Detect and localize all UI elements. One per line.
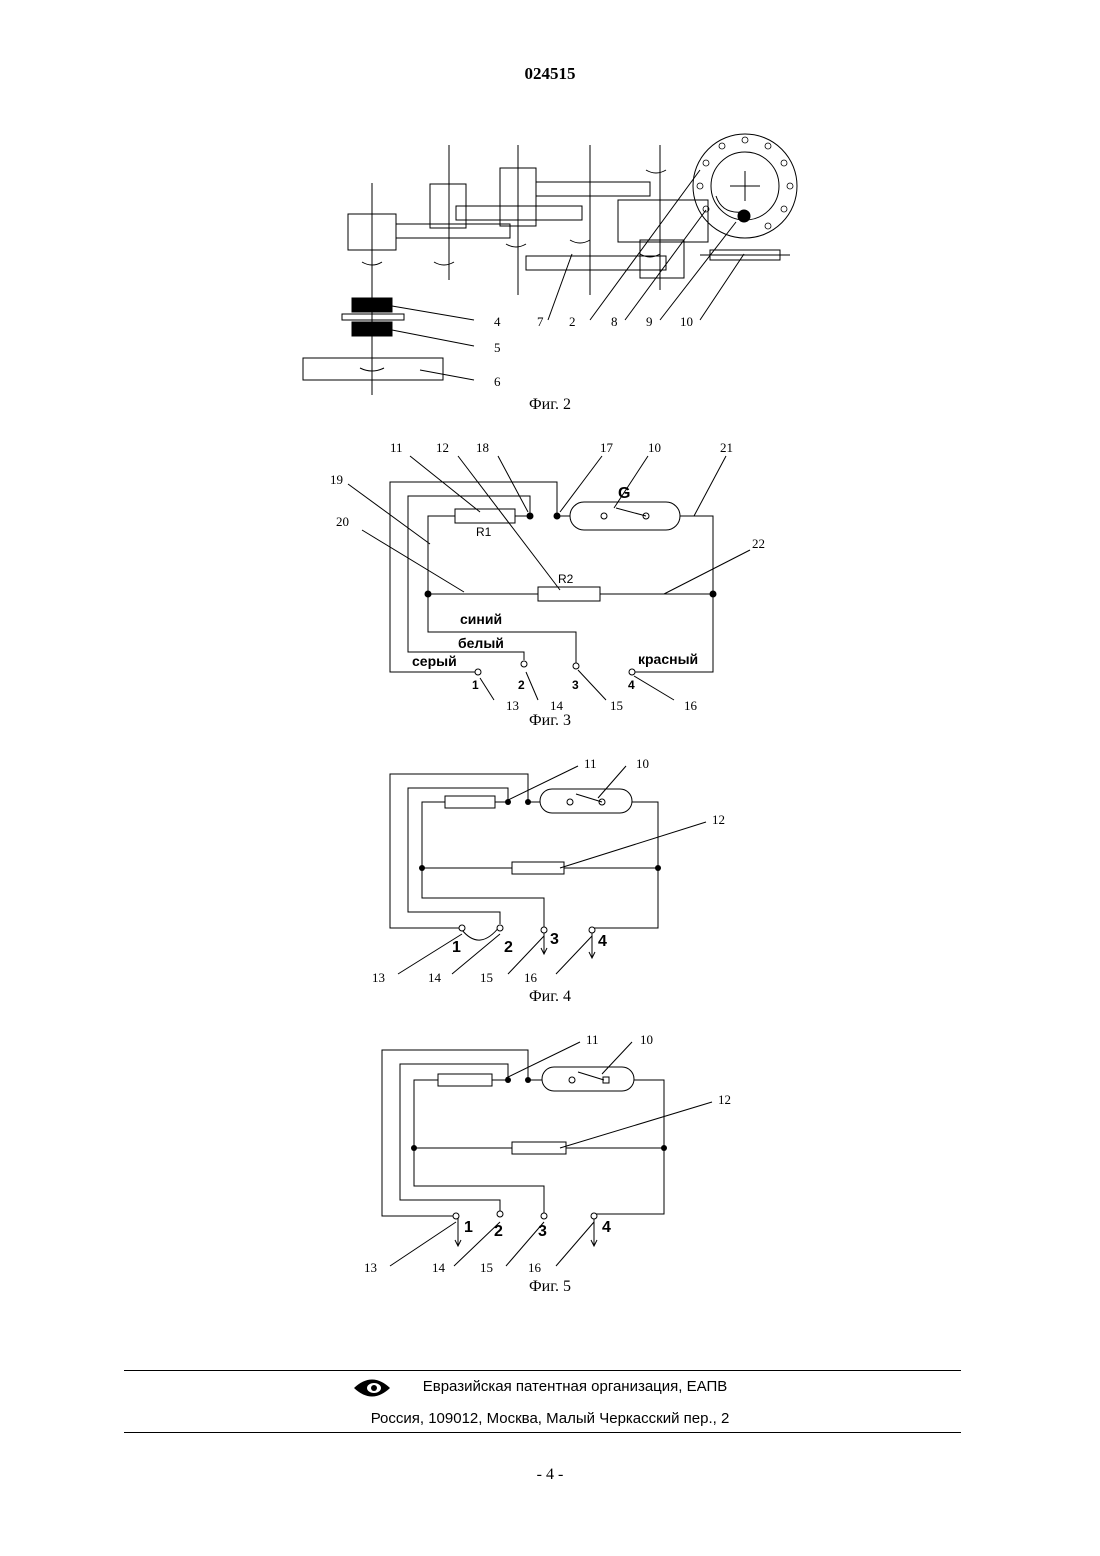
fig3-r1-label: R1 [476, 525, 492, 539]
fig4-terminal-1: 1 [452, 939, 461, 956]
fig4-label-13: 13 [372, 970, 385, 985]
fig3-caption: Фиг. 3 [490, 712, 610, 730]
fig4-terminal-2: 2 [504, 939, 513, 956]
fig3-terminal-4: 4 [628, 678, 635, 692]
document-number: 024515 [0, 64, 1100, 84]
footer-org-line: Евразийская патентная организация, ЕАПВ [0, 1378, 1100, 1395]
footer-bottom-rule [124, 1432, 961, 1433]
fig3-wire-white: белый [458, 635, 504, 651]
fig3-label-20: 20 [336, 514, 349, 529]
fig3-wire-gray: серый [412, 653, 457, 669]
figure-4-circuit-diagram: 11 10 12 1 2 3 4 13 14 15 16 [360, 752, 760, 987]
fig2-label-10: 10 [680, 314, 693, 329]
fig2-label-4: 4 [494, 314, 501, 329]
footer-top-rule [124, 1370, 961, 1371]
fig5-terminal-3: 3 [538, 1223, 547, 1240]
fig4-terminal-3: 3 [550, 931, 559, 948]
fig3-label-10: 10 [648, 440, 661, 455]
fig3-label-15: 15 [610, 698, 623, 713]
fig4-caption: Фиг. 4 [490, 988, 610, 1006]
fig3-wire-blue: синий [460, 611, 502, 627]
page-number: - 4 - [0, 1466, 1100, 1484]
fig3-label-17: 17 [600, 440, 614, 455]
fig5-terminal-2: 2 [494, 1223, 503, 1240]
fig3-label-14: 14 [550, 698, 564, 713]
fig4-label-14: 14 [428, 970, 442, 985]
fig2-caption: Фиг. 2 [490, 396, 610, 414]
fig5-label-10: 10 [640, 1032, 653, 1047]
fig4-label-15: 15 [480, 970, 493, 985]
fig5-label-16: 16 [528, 1260, 542, 1275]
fig4-terminal-4: 4 [598, 933, 607, 950]
fig3-label-19: 19 [330, 472, 343, 487]
fig5-terminal-4: 4 [602, 1219, 611, 1236]
fig5-label-14: 14 [432, 1260, 446, 1275]
fig3-label-11: 11 [390, 440, 403, 455]
figure-2-mechanism-diagram: 4 5 6 7 2 8 9 10 [290, 130, 810, 395]
fig2-label-9: 9 [646, 314, 653, 329]
fig3-terminal-3: 3 [572, 678, 579, 692]
fig2-label-7: 7 [537, 314, 544, 329]
fig3-terminal-1: 1 [472, 678, 479, 692]
fig2-label-2: 2 [569, 314, 576, 329]
fig5-label-13: 13 [364, 1260, 377, 1275]
fig3-label-16: 16 [684, 698, 698, 713]
fig5-caption: Фиг. 5 [490, 1278, 610, 1296]
fig3-terminal-2: 2 [518, 678, 525, 692]
fig3-g-label: G [618, 485, 630, 502]
footer-address-line: Россия, 109012, Москва, Малый Черкасский… [0, 1410, 1100, 1427]
fig3-label-13: 13 [506, 698, 519, 713]
fig5-label-15: 15 [480, 1260, 493, 1275]
fig2-label-8: 8 [611, 314, 618, 329]
fig4-label-11: 11 [584, 756, 597, 771]
fig2-label-5: 5 [494, 340, 501, 355]
fig2-label-6: 6 [494, 374, 501, 389]
fig3-label-18: 18 [476, 440, 489, 455]
fig3-label-12: 12 [436, 440, 449, 455]
figure-3-circuit-diagram: 11 12 18 17 10 21 19 20 22 R1 R2 G синий… [325, 438, 785, 718]
fig3-label-22: 22 [752, 536, 765, 551]
figure-5-circuit-diagram: 11 10 12 1 2 3 4 13 14 15 16 [360, 1026, 760, 1276]
fig3-label-21: 21 [720, 440, 733, 455]
fig5-terminal-1: 1 [464, 1219, 473, 1236]
fig4-label-16: 16 [524, 970, 538, 985]
fig4-label-12: 12 [712, 812, 725, 827]
fig5-label-12: 12 [718, 1092, 731, 1107]
fig5-label-11: 11 [586, 1032, 599, 1047]
fig3-wire-red: красный [638, 651, 698, 667]
fig4-label-10: 10 [636, 756, 649, 771]
fig3-r2-label: R2 [558, 572, 574, 586]
